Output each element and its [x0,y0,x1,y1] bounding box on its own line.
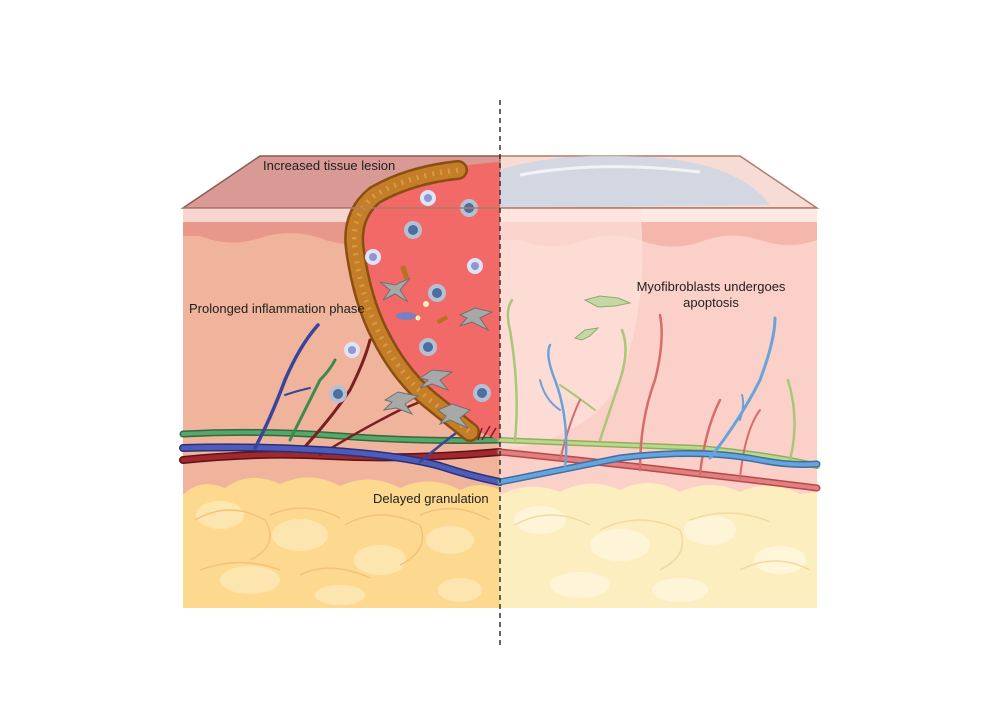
myofibroblasts [573,295,632,341]
label-increased-tissue-lesion: Increased tissue lesion [263,158,396,173]
fibroblast-cells [379,277,494,429]
debris [396,265,449,325]
label-delayed-granulation: Delayed granulation [373,491,489,506]
wound-area [355,162,500,440]
label-prolonged-inflammation: Prolonged inflammation phase [189,301,365,316]
scab [344,160,480,442]
vessels-right [496,298,821,492]
vessels-left [179,323,504,486]
label-myofibroblast-apoptosis: Myofibroblasts undergoes apoptosis [636,279,786,310]
